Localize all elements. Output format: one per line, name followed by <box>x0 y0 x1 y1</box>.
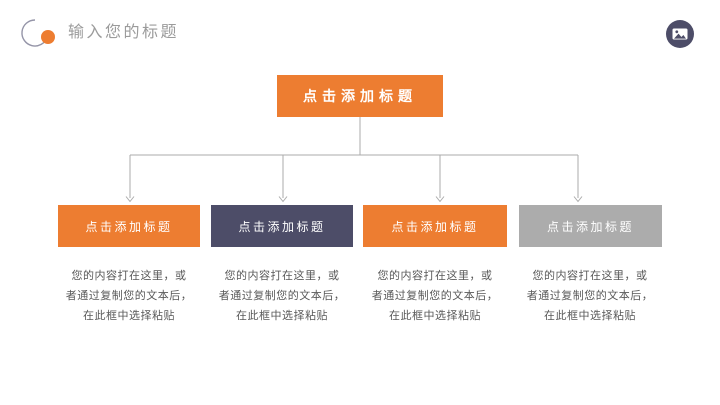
body-text-line: 者通过复制您的文本后， <box>65 290 193 302</box>
body-text-box-4[interactable]: 您的内容打在这里，或 者通过复制您的文本后， 在此框中选择粘贴 <box>505 266 675 326</box>
body-text-line: 者通过复制您的文本后， <box>371 290 499 302</box>
child-title-label: 点击添加标题 <box>85 219 173 234</box>
child-title-box-2[interactable]: 点击添加标题 <box>211 205 353 247</box>
brand-logo-icon <box>21 19 55 47</box>
body-text-line: 在此框中选择粘贴 <box>236 310 328 322</box>
child-title-label: 点击添加标题 <box>238 219 326 234</box>
image-icon <box>672 28 688 40</box>
body-text-line: 您的内容打在这里，或 <box>71 270 187 282</box>
body-text-line: 者通过复制您的文本后， <box>526 290 654 302</box>
child-title-label: 点击添加标题 <box>391 219 479 234</box>
child-title-box-4[interactable]: 点击添加标题 <box>519 205 662 247</box>
image-placeholder-button[interactable] <box>660 14 700 54</box>
slide-title[interactable]: 输入您的标题 <box>68 24 180 41</box>
child-title-box-3[interactable]: 点击添加标题 <box>363 205 507 247</box>
logo-orange-dot <box>41 30 55 44</box>
child-title-label: 点击添加标题 <box>546 219 634 234</box>
root-title-label: 点击添加标题 <box>303 88 417 104</box>
body-text-line: 您的内容打在这里，或 <box>532 270 648 282</box>
child-title-box-1[interactable]: 点击添加标题 <box>58 205 200 247</box>
body-text-line: 您的内容打在这里，或 <box>377 270 493 282</box>
body-text-box-2[interactable]: 您的内容打在这里，或 者通过复制您的文本后， 在此框中选择粘贴 <box>197 266 367 326</box>
body-text-box-3[interactable]: 您的内容打在这里，或 者通过复制您的文本后， 在此框中选择粘贴 <box>350 266 520 326</box>
root-title-box[interactable]: 点击添加标题 <box>277 75 443 117</box>
arrowhead-icon <box>125 196 583 203</box>
body-text-line: 者通过复制您的文本后， <box>218 290 346 302</box>
body-text-line: 在此框中选择粘贴 <box>544 310 636 322</box>
body-text-line: 在此框中选择粘贴 <box>83 310 175 322</box>
body-text-line: 您的内容打在这里，或 <box>224 270 340 282</box>
logo-ring <box>21 19 48 47</box>
body-text-box-1[interactable]: 您的内容打在这里，或 者通过复制您的文本后， 在此框中选择粘贴 <box>44 266 214 326</box>
body-text-line: 在此框中选择粘贴 <box>389 310 481 322</box>
